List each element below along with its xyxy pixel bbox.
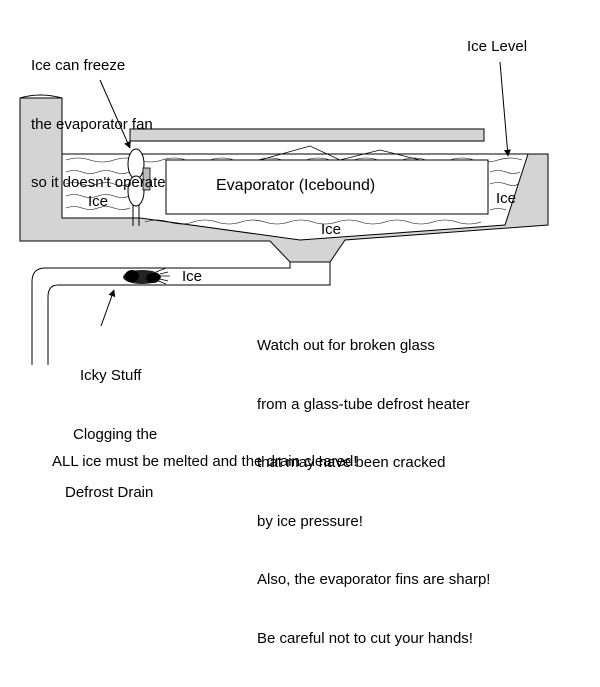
drain-note-line: Defrost Drain	[65, 484, 154, 501]
warning-line: that may have been cracked	[257, 454, 446, 471]
fan-note-line: so it doesn't operate	[31, 174, 166, 191]
warning-line: Watch out for broken glass	[257, 337, 435, 354]
ice-label-right: Ice	[496, 190, 517, 207]
warning-line: Be careful not to cut your hands!	[257, 629, 473, 647]
footer-note: ALL ice must be melted and the drain cle…	[52, 453, 358, 470]
drain-note-arrow	[100, 289, 116, 327]
drain-note-line: Icky Stuff	[80, 367, 142, 384]
drain-note: Icky Stuff Clogging the Defrost Drain	[65, 327, 157, 542]
evaporator-block	[165, 159, 489, 215]
ice-level-arrow	[499, 61, 511, 157]
ice-level-label: Ice Level	[467, 38, 528, 55]
drain-note-line: Clogging the	[73, 425, 158, 443]
ice-label-left: Ice	[88, 193, 109, 210]
shelf-plate	[129, 128, 485, 142]
warning-line: Also, the evaporator fins are sharp!	[257, 571, 491, 588]
warning-line: by ice pressure!	[257, 512, 363, 530]
evaporator-label: Evaporator (Icebound)	[216, 177, 376, 194]
fan-note-arrow	[99, 79, 131, 149]
warning-line: from a glass-tube defrost heater	[257, 395, 470, 413]
fan-note: Ice can freeze the evaporator fan so it …	[31, 17, 166, 232]
ice-label-drain: Ice	[182, 268, 203, 285]
evaporator-fan-icon	[127, 148, 151, 226]
warning-note: Watch out for broken glass from a glass-…	[257, 297, 490, 687]
fan-note-line: the evaporator fan	[31, 115, 153, 133]
ice-label-bottom: Ice	[321, 221, 342, 238]
fan-note-line: Ice can freeze	[31, 57, 126, 74]
defrost-drain-pipe	[31, 262, 331, 365]
freezer-defrost-diagram: Ice can freeze the evaporator fan so it …	[19, 17, 549, 647]
drain-clog-icon	[123, 267, 170, 285]
freezer-drawing	[19, 61, 549, 365]
